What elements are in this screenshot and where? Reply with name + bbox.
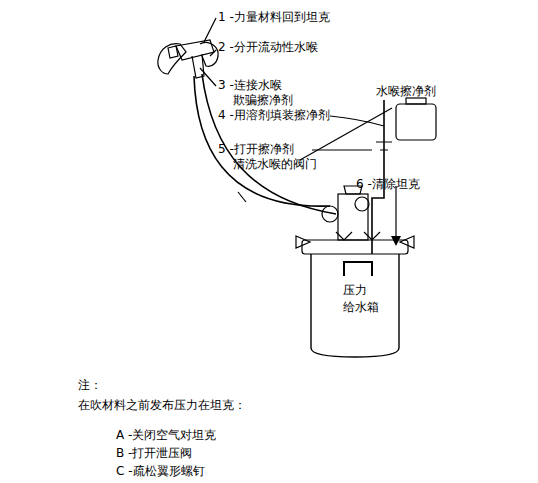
callout-label: 5 -打开擦净剂 清洗水喉的阀门 — [218, 142, 348, 172]
pressure-gauge — [322, 206, 338, 222]
cleaner-bottle — [396, 104, 436, 140]
hand-outline — [200, 42, 218, 66]
leader-line — [200, 68, 216, 86]
cleaner-label-box: 水喉擦净剂 — [376, 84, 448, 100]
note-text: A -关闭空气对坦克 — [116, 428, 216, 443]
leader-line — [204, 18, 216, 42]
tank-handle — [344, 262, 372, 276]
node-text: 压力 给水箱 — [343, 282, 385, 316]
arrow-head — [391, 236, 401, 246]
node-text: 水喉擦净剂 — [376, 83, 448, 100]
spray-gun-nozzle — [168, 46, 178, 58]
pressure-tank: 压力 给水箱 — [310, 254, 400, 358]
note-text: C -疏松翼形螺钉 — [116, 464, 205, 479]
pressure-gauge — [355, 197, 369, 211]
tank-lid — [302, 240, 408, 254]
note-text: 注： — [78, 378, 102, 393]
callout-label: 2 -分开流动性水喉 — [218, 40, 318, 55]
manifold — [338, 194, 368, 240]
bottle-cap — [406, 98, 426, 104]
callout-label: 6 -清除坦克 — [356, 177, 420, 192]
note-text: B -打开泄压阀 — [116, 446, 192, 461]
callout-label: 4 -用溶剂填装擦净剂 — [218, 108, 330, 123]
callout-label: 3 -连接水喉 欺骗擦净剂 — [218, 78, 315, 108]
leader-line — [210, 50, 216, 56]
callout-label: 1 -力量材料回到坦克 — [218, 10, 330, 25]
wing-nut — [296, 232, 414, 248]
note-text: 在吹材料之前发布压力在坦克： — [78, 398, 246, 413]
hose-tie — [238, 192, 246, 202]
tank-body — [311, 254, 399, 357]
leader-line — [312, 149, 372, 150]
leader-line — [395, 186, 396, 238]
